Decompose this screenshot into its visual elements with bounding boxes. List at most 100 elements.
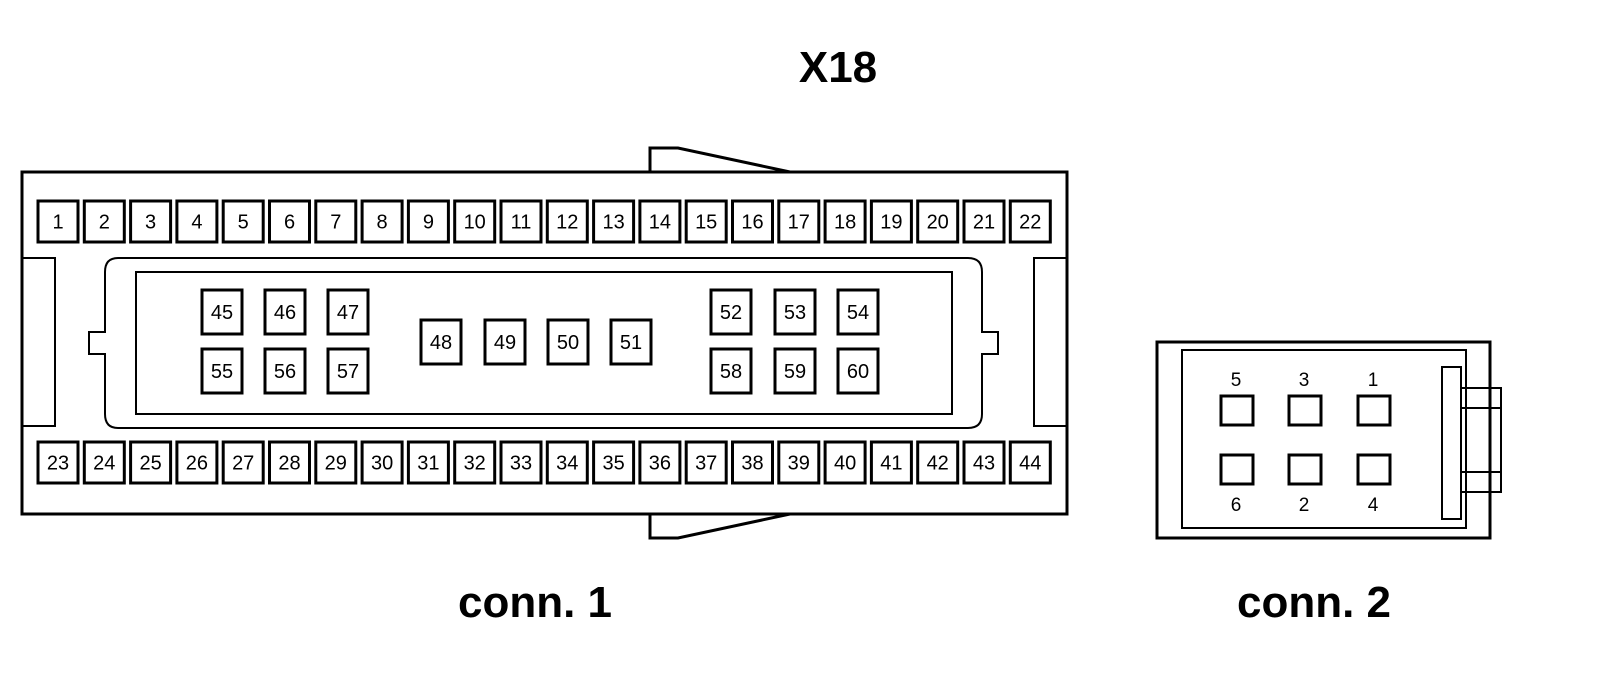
pin-44: 44 [1008, 440, 1052, 485]
pin-box [1356, 453, 1392, 486]
pin-box [773, 288, 817, 336]
pin-number: 52 [720, 302, 742, 324]
pin-number: 41 [880, 453, 902, 475]
pin-52: 52 [709, 288, 753, 336]
pin-26: 26 [175, 440, 219, 485]
pin-number: 33 [510, 453, 532, 475]
pin-number: 16 [741, 212, 763, 234]
pin-number: 48 [430, 332, 452, 354]
pin-number: 43 [973, 453, 995, 475]
pin-box [263, 347, 307, 395]
pin-36: 36 [638, 440, 682, 485]
pin-10: 10 [453, 199, 497, 244]
pin-box [268, 199, 311, 244]
conn2-latch-tab-top [1460, 387, 1502, 409]
pin-number: 5 [238, 212, 249, 234]
pin-number: 39 [788, 453, 810, 475]
pin-number: 47 [337, 302, 359, 324]
pin-box [592, 440, 636, 485]
pin-number: 53 [784, 302, 806, 324]
pin-box [326, 288, 370, 336]
pin-number: 21 [973, 212, 995, 234]
pin-box [962, 199, 1006, 244]
pin-2: 2 [82, 199, 126, 244]
pin-box [731, 440, 774, 485]
pin-box [200, 347, 244, 395]
pin-number: 22 [1019, 212, 1041, 234]
pin-box [326, 347, 370, 395]
pin-6: 6 [268, 199, 311, 244]
pin-number: 30 [371, 453, 393, 475]
pin-box [453, 440, 497, 485]
pin-box [175, 199, 219, 244]
pin-box [499, 440, 543, 485]
pin-54: 54 [836, 288, 880, 336]
pin-null [1219, 394, 1255, 427]
pin-number: 31 [417, 453, 439, 475]
pin-number: 29 [325, 453, 347, 475]
pin-number: 3 [145, 212, 156, 234]
pin-7: 7 [314, 199, 358, 244]
pin-box [406, 199, 450, 244]
pin-number: 14 [649, 212, 671, 234]
pin-5: 5 [221, 199, 265, 244]
pin-number: 17 [788, 212, 810, 234]
pin-number: 8 [377, 212, 388, 234]
pin-34: 34 [545, 440, 589, 485]
pin-box [1219, 453, 1255, 486]
pin-48: 48 [419, 318, 463, 366]
pin-box [1287, 394, 1323, 427]
pin-15: 15 [684, 199, 728, 244]
pin-box [836, 347, 880, 395]
pin-30: 30 [360, 440, 404, 485]
pin-box [836, 288, 880, 336]
conn1-label: conn. 1 [458, 578, 612, 627]
pin-box [709, 347, 753, 395]
pin-box [200, 288, 244, 336]
conn2-housing [1155, 340, 1492, 540]
pin-box [82, 440, 126, 485]
pin-4: 4 [175, 199, 219, 244]
pin-12: 12 [545, 199, 589, 244]
pin-31: 31 [406, 440, 450, 485]
pin-box [777, 440, 821, 485]
pin-55: 55 [200, 347, 244, 395]
conn1-inner-frame [135, 271, 953, 415]
pin-32: 32 [453, 440, 497, 485]
pin-box [609, 318, 653, 366]
pin-59: 59 [773, 347, 817, 395]
conn2-inner-frame [1181, 349, 1467, 529]
pin-box [406, 440, 450, 485]
pin-33: 33 [499, 440, 543, 485]
pin-box [36, 440, 80, 485]
pin-number: 50 [557, 332, 579, 354]
pin-27: 27 [221, 440, 265, 485]
pin-number: 23 [47, 453, 69, 475]
pin-22: 22 [1008, 199, 1052, 244]
pin-20: 20 [916, 199, 960, 244]
pin-box [1287, 453, 1323, 486]
pin-box [545, 440, 589, 485]
pin-number: 7 [330, 212, 341, 234]
pin-number: 36 [649, 453, 671, 475]
pin-number: 2 [99, 212, 110, 234]
conn1-bottom-latch [648, 512, 791, 540]
pin-number: 20 [927, 212, 949, 234]
pin-box [545, 199, 589, 244]
pin-box [916, 440, 960, 485]
pin-number: 58 [720, 361, 742, 383]
pin-box [823, 440, 867, 485]
pin-number: 15 [695, 212, 717, 234]
pin-46: 46 [263, 288, 307, 336]
pin-number: 25 [139, 453, 161, 475]
pin-box [638, 440, 682, 485]
pin-box [684, 199, 728, 244]
pin-number: 45 [211, 302, 233, 324]
pin-box [314, 199, 358, 244]
pin-number: 40 [834, 453, 856, 475]
pin-49: 49 [483, 318, 527, 366]
pin-28: 28 [268, 440, 311, 485]
